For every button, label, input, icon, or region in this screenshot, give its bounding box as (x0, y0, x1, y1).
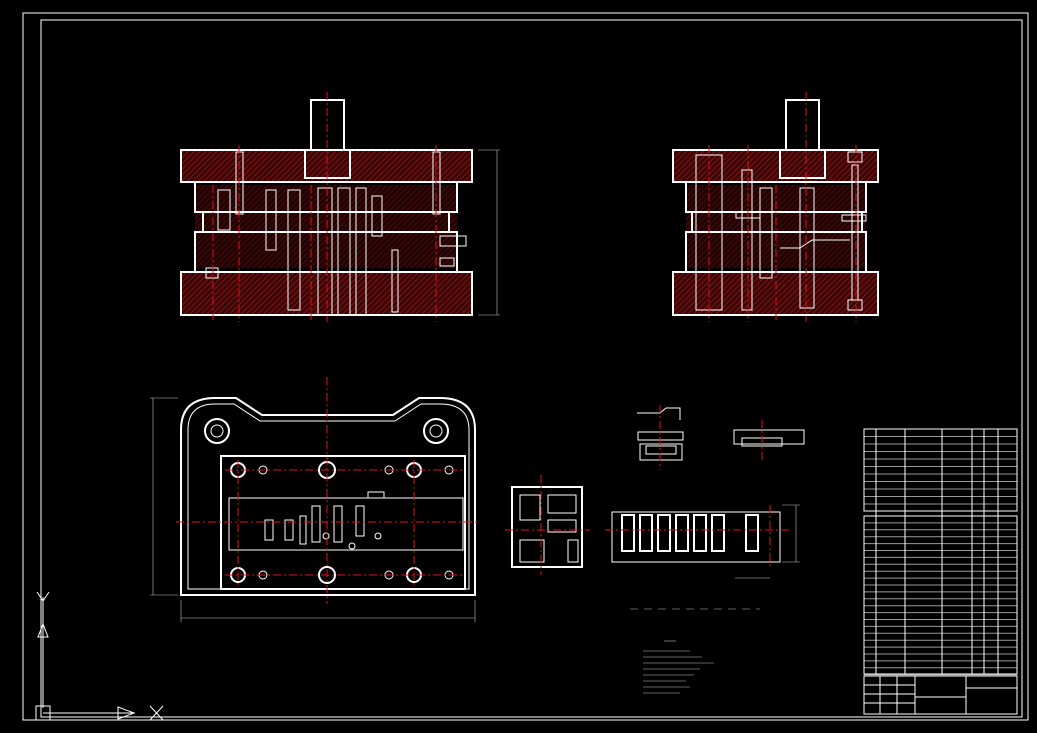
front-section-view[interactable] (180, 92, 500, 322)
part-detail-view[interactable] (505, 475, 590, 575)
ucs-y-axis-icon (36, 591, 50, 708)
inner-border (40, 19, 1023, 718)
plan-view[interactable] (150, 377, 478, 622)
outer-border (22, 12, 1029, 721)
title-block (863, 675, 1018, 715)
ucs-origin-icon (35, 705, 51, 721)
technical-notes (630, 608, 760, 694)
strip-layout-view[interactable] (605, 504, 800, 579)
part-section-views (637, 405, 805, 470)
bom-table[interactable] (863, 428, 1018, 676)
ucs-x-axis-icon (43, 705, 164, 721)
ucs-icon (35, 591, 164, 721)
side-section-view[interactable] (672, 92, 879, 322)
